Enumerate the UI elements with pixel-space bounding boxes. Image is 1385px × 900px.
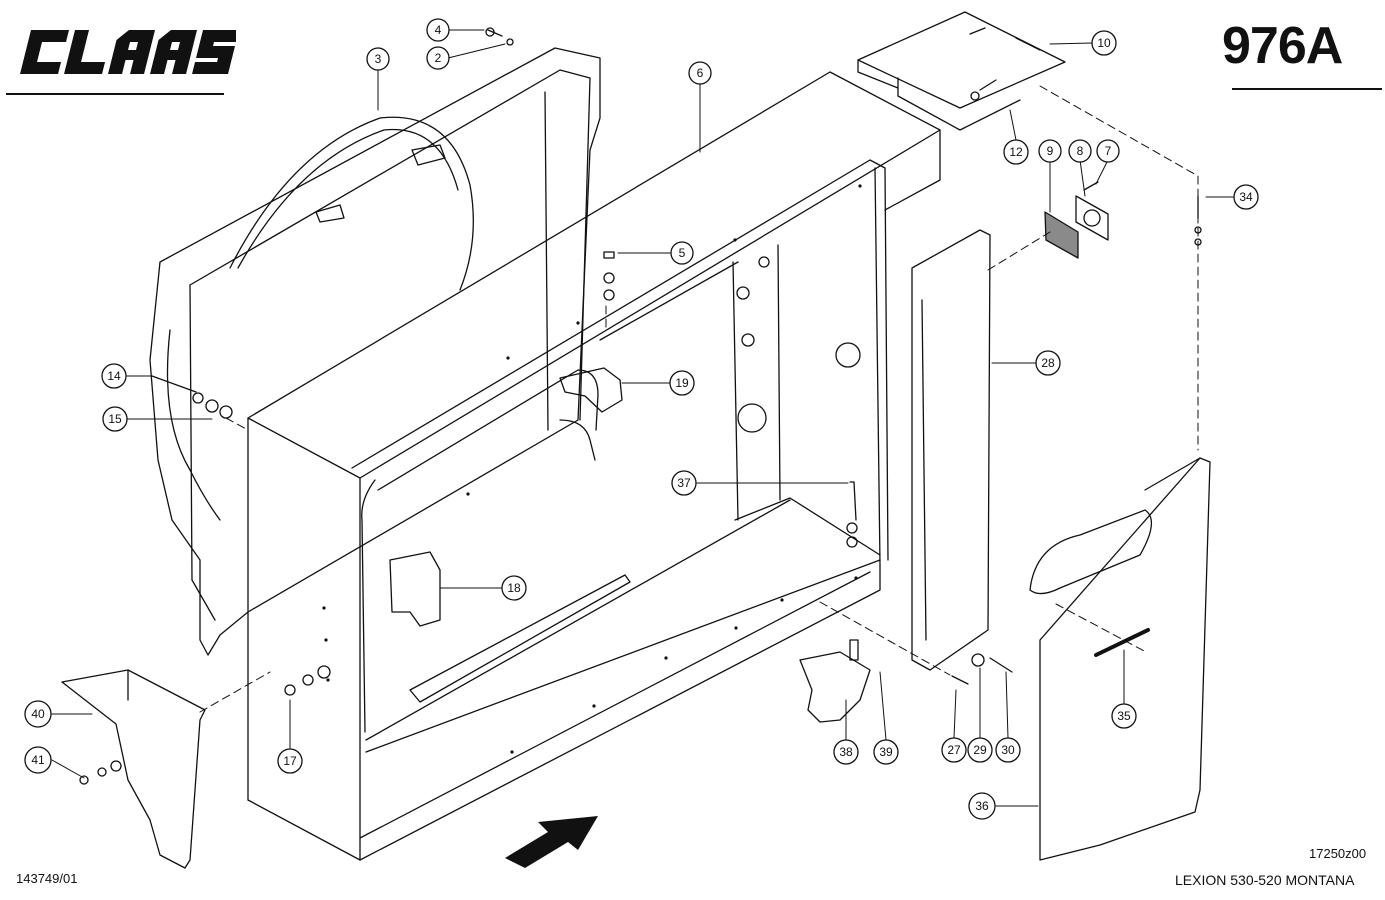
header-rule-left xyxy=(6,93,224,95)
sheet-number: 976A xyxy=(1222,17,1343,75)
svg-text:40: 40 xyxy=(31,707,45,721)
callout-36: 36 xyxy=(968,792,996,820)
callout-18: 18 xyxy=(501,575,527,601)
callout-39: 39 xyxy=(873,739,899,765)
svg-text:28: 28 xyxy=(1041,356,1055,370)
svg-text:17: 17 xyxy=(283,754,297,768)
svg-text:12: 12 xyxy=(1009,145,1023,159)
model-name: LEXION 530-520 MONTANA xyxy=(1175,872,1355,888)
svg-text:38: 38 xyxy=(839,745,853,759)
bracket-19 xyxy=(559,367,623,413)
svg-text:39: 39 xyxy=(879,745,893,759)
callout-37: 37 xyxy=(671,470,697,496)
callout-41: 41 xyxy=(24,746,52,774)
svg-text:14: 14 xyxy=(107,369,121,383)
svg-text:9: 9 xyxy=(1047,144,1054,158)
bracket-38 xyxy=(799,651,871,723)
svg-text:35: 35 xyxy=(1117,709,1131,723)
main-frame xyxy=(247,71,941,861)
callout-34: 34 xyxy=(1233,184,1259,210)
svg-text:15: 15 xyxy=(108,412,122,426)
callout-27: 27 xyxy=(941,737,967,763)
callout-2: 2 xyxy=(426,46,450,70)
callout-4: 4 xyxy=(426,18,450,42)
drawing-code: 17250z00 xyxy=(1309,846,1367,861)
lower-left-bracket xyxy=(61,669,206,869)
cover-plate xyxy=(1029,457,1211,861)
callout-bubbles: 2 3 4 5 6 7 8 9 10 12 14 15 17 18 19 27 … xyxy=(24,18,1259,820)
callout-15: 15 xyxy=(102,406,128,432)
header-rule-right xyxy=(1232,88,1382,90)
assembly-lines xyxy=(199,85,1199,713)
svg-text:4: 4 xyxy=(435,23,442,37)
callout-38: 38 xyxy=(833,739,859,765)
callout-29: 29 xyxy=(967,737,993,763)
svg-text:34: 34 xyxy=(1239,190,1253,204)
callout-35: 35 xyxy=(1111,703,1137,729)
callout-9: 9 xyxy=(1038,139,1062,163)
svg-text:8: 8 xyxy=(1077,144,1084,158)
callout-8: 8 xyxy=(1068,139,1092,163)
callout-3: 3 xyxy=(366,47,390,71)
callout-6: 6 xyxy=(688,61,712,85)
fasteners xyxy=(79,27,1202,785)
svg-text:10: 10 xyxy=(1097,36,1111,50)
claas-logo xyxy=(20,30,236,74)
svg-text:18: 18 xyxy=(507,581,521,595)
direction-arrow xyxy=(505,816,598,868)
svg-text:3: 3 xyxy=(375,52,382,66)
callout-17: 17 xyxy=(277,748,303,774)
svg-text:29: 29 xyxy=(973,743,987,757)
fan-shroud xyxy=(149,47,601,656)
callout-5: 5 xyxy=(670,241,694,265)
svg-text:27: 27 xyxy=(947,743,961,757)
bracket-18 xyxy=(389,551,441,627)
side-panel xyxy=(911,229,991,671)
svg-text:37: 37 xyxy=(677,476,691,490)
svg-text:6: 6 xyxy=(697,66,704,80)
svg-text:30: 30 xyxy=(1001,743,1015,757)
svg-text:19: 19 xyxy=(675,376,689,390)
callout-40: 40 xyxy=(24,700,52,728)
svg-text:41: 41 xyxy=(31,753,45,767)
callout-30: 30 xyxy=(995,737,1021,763)
svg-text:2: 2 xyxy=(435,51,442,65)
callout-28: 28 xyxy=(1035,350,1061,376)
callout-14: 14 xyxy=(101,363,127,389)
svg-text:5: 5 xyxy=(679,246,686,260)
callout-10: 10 xyxy=(1091,30,1117,56)
svg-text:7: 7 xyxy=(1105,144,1112,158)
leader-lines xyxy=(51,29,1235,807)
svg-text:36: 36 xyxy=(975,799,989,813)
upper-bracket xyxy=(857,11,1066,131)
callout-12: 12 xyxy=(1003,139,1029,165)
callout-7: 7 xyxy=(1096,139,1120,163)
part-number: 143749/01 xyxy=(16,871,78,886)
callout-19: 19 xyxy=(669,370,695,396)
